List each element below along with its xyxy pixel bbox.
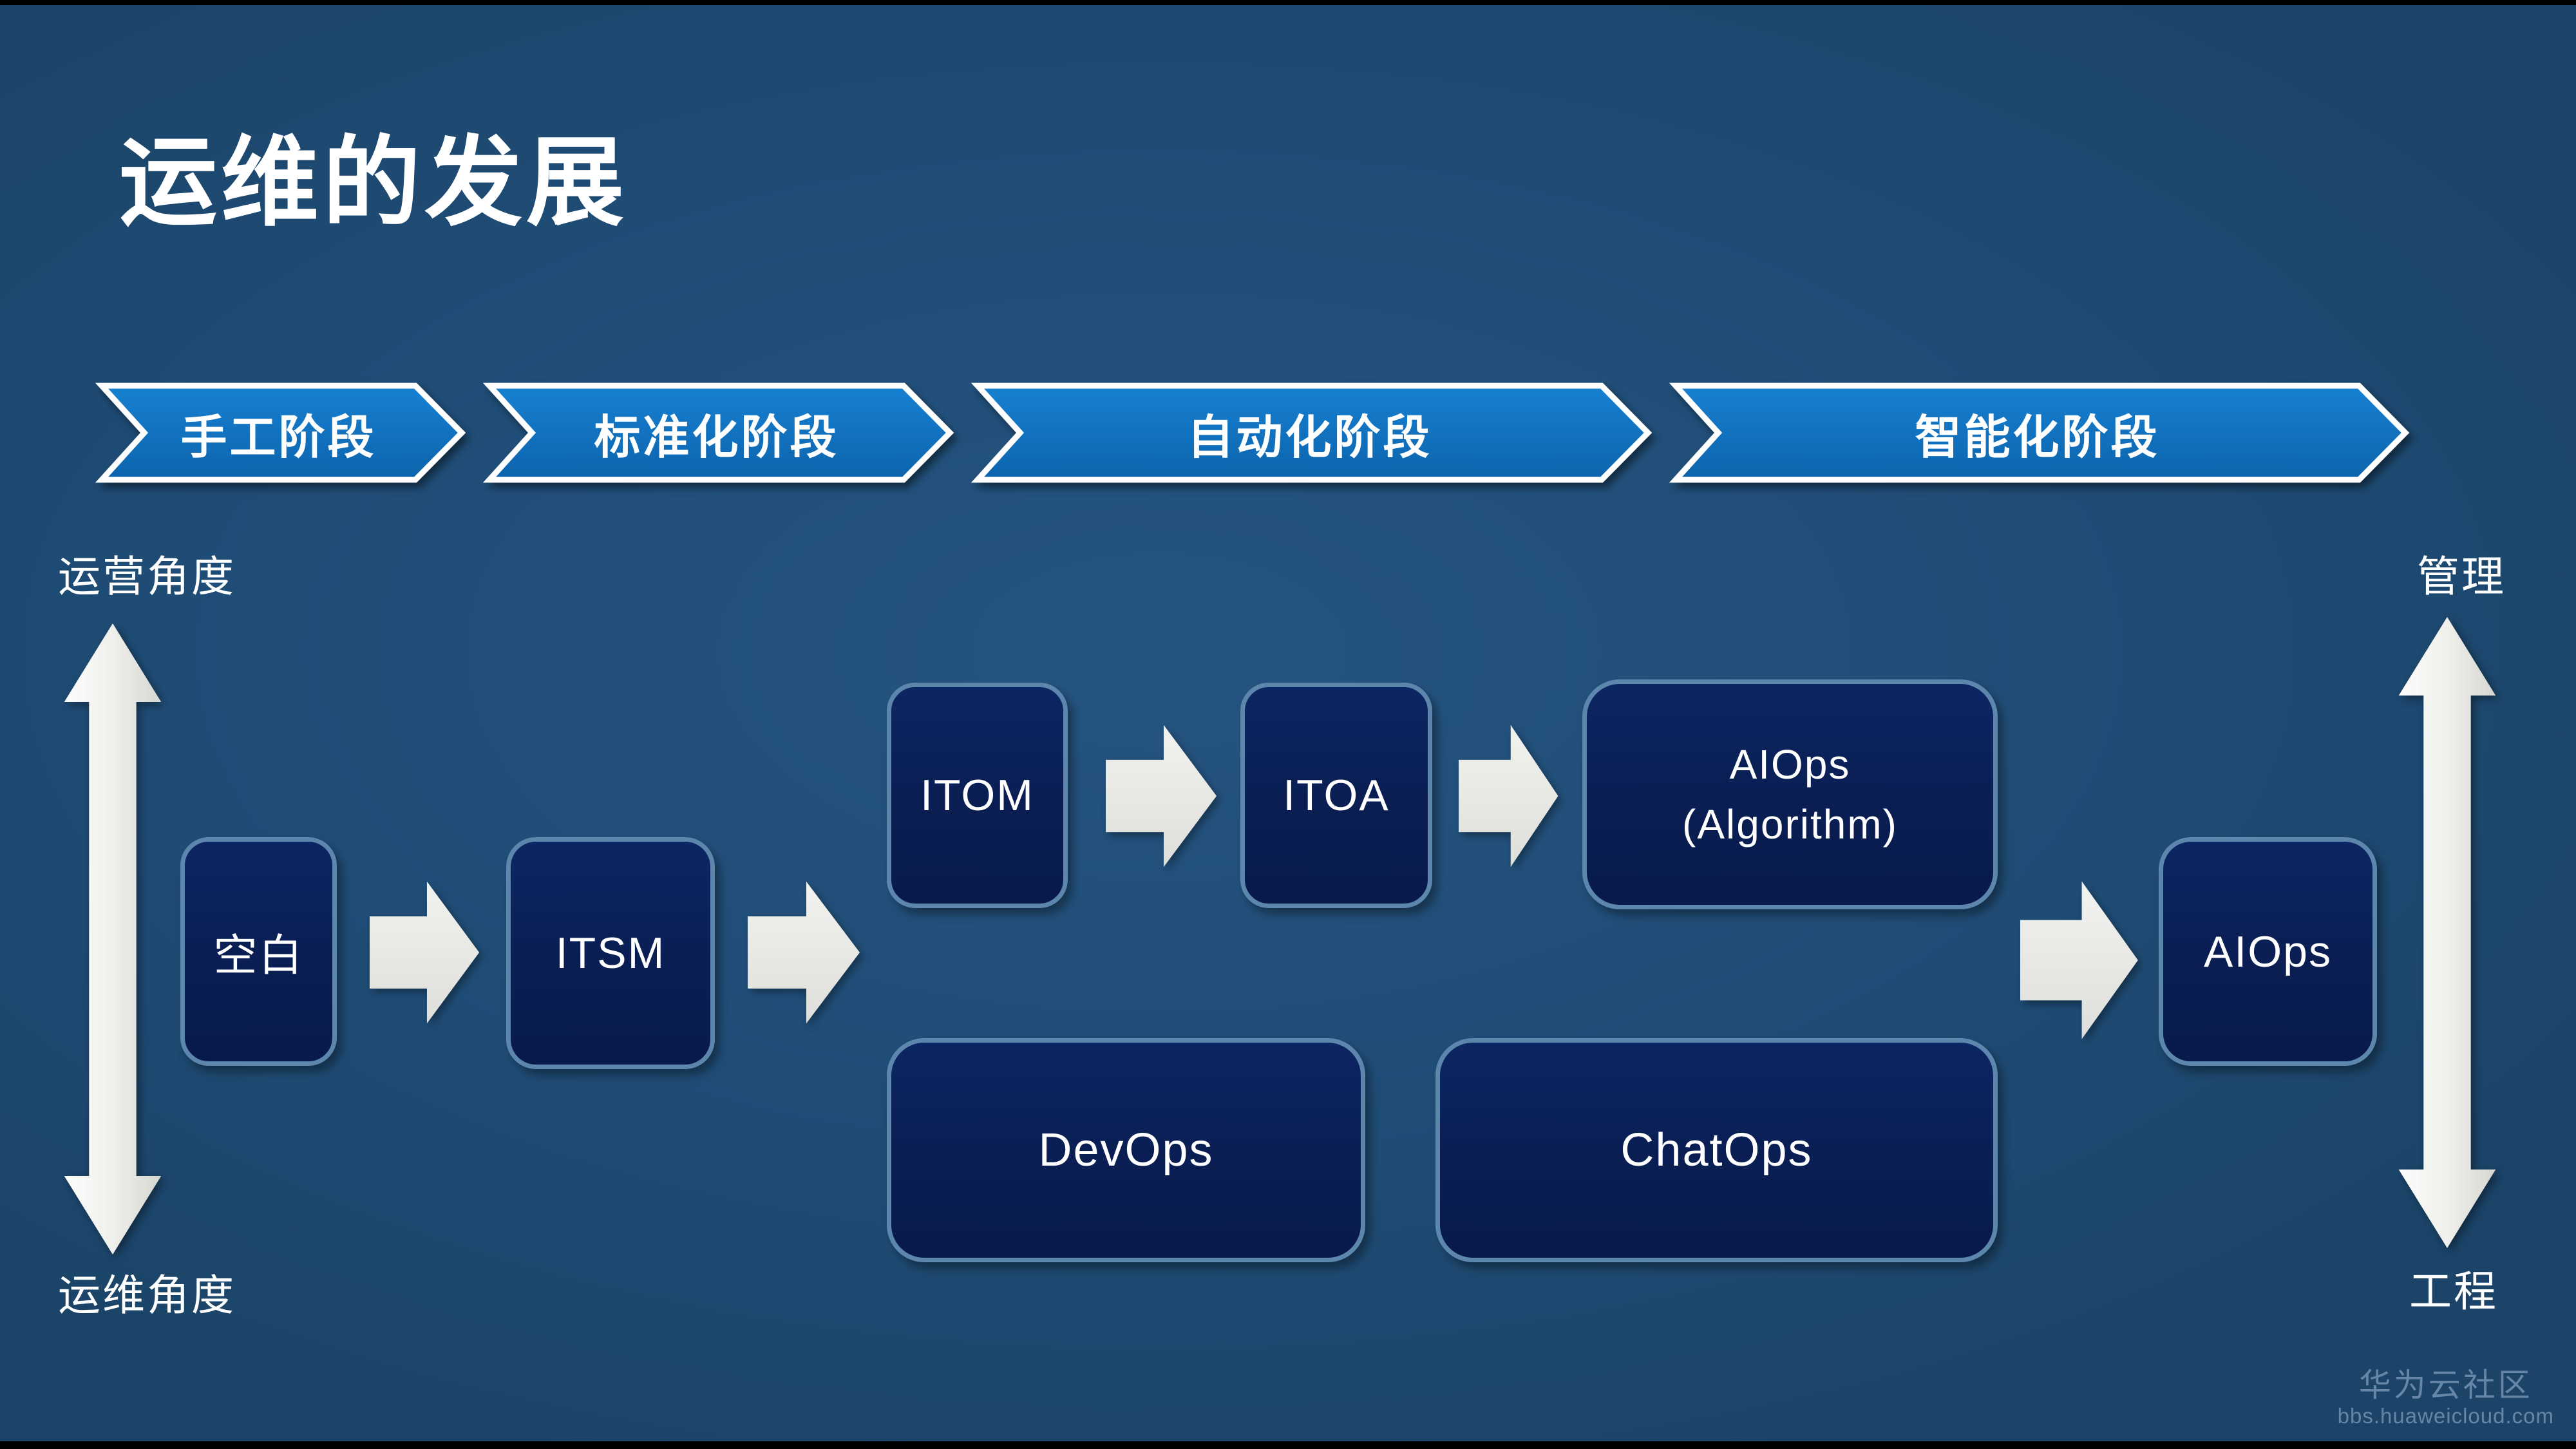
stage-chevron-manual: 手工阶段 <box>95 383 466 483</box>
right-arrow-icon <box>1106 721 1219 871</box>
node-label-line1: AIOps <box>1729 741 1851 788</box>
node-label: ITOM <box>920 771 1034 820</box>
top-black-bar <box>0 0 2576 5</box>
node-aiops: AIOps <box>2159 837 2377 1066</box>
right-double-arrow-icon <box>2396 617 2499 1248</box>
stage-chevron-intelligence: 智能化阶段 <box>1669 383 2410 483</box>
node-chatops: ChatOps <box>1435 1038 1998 1262</box>
stage-label: 标准化阶段 <box>594 412 839 464</box>
chevron-banner-shape <box>482 383 954 483</box>
node-label: AIOps (Algorithm) <box>1682 735 1898 855</box>
page-title: 运维的发展 <box>119 128 628 238</box>
right-arrow-icon <box>748 878 862 1027</box>
node-label: 空白 <box>213 931 304 980</box>
node-label: ITSM <box>555 929 666 978</box>
node-label: AIOps <box>2204 927 2332 976</box>
right-axis-top-label: 管理 <box>2417 553 2506 600</box>
node-itom: ITOM <box>887 683 1068 908</box>
watermark: 华为云社区 bbs.huaweicloud.com <box>2338 1367 2554 1428</box>
bottom-black-bar <box>0 1441 2576 1449</box>
right-arrow-icon <box>1459 721 1560 871</box>
chevron-banner-shape <box>95 383 466 483</box>
watermark-brand: 华为云社区 <box>2358 1367 2533 1403</box>
node-label: DevOps <box>1038 1124 1214 1176</box>
node-label: ChatOps <box>1620 1124 1813 1176</box>
right-arrow-icon <box>2020 877 2141 1043</box>
node-label: ITOA <box>1283 771 1390 820</box>
node-itsm: ITSM <box>506 837 715 1069</box>
node-blank: 空白 <box>180 837 337 1066</box>
stage-chevron-standardization: 标准化阶段 <box>482 383 954 483</box>
stage-chevron-automation: 自动化阶段 <box>971 383 1653 483</box>
node-aiops-algorithm: AIOps (Algorithm) <box>1582 679 1998 909</box>
left-double-arrow-icon <box>61 623 164 1255</box>
node-itoa: ITOA <box>1240 683 1432 908</box>
chevron-banner-shape <box>1669 383 2410 483</box>
node-label-line2: (Algorithm) <box>1682 800 1898 848</box>
right-arrow-icon <box>370 878 482 1027</box>
stage-label: 手工阶段 <box>180 412 377 464</box>
node-devops: DevOps <box>887 1038 1365 1262</box>
stage-label: 智能化阶段 <box>1915 412 2160 464</box>
stage-label: 自动化阶段 <box>1187 412 1432 464</box>
left-axis-top-label: 运营角度 <box>58 553 236 600</box>
chevron-banner-shape <box>971 383 1653 483</box>
watermark-url: bbs.huaweicloud.com <box>2337 1404 2554 1428</box>
left-axis-bottom-label: 运维角度 <box>58 1271 236 1319</box>
right-axis-bottom-label: 工程 <box>2409 1267 2498 1315</box>
